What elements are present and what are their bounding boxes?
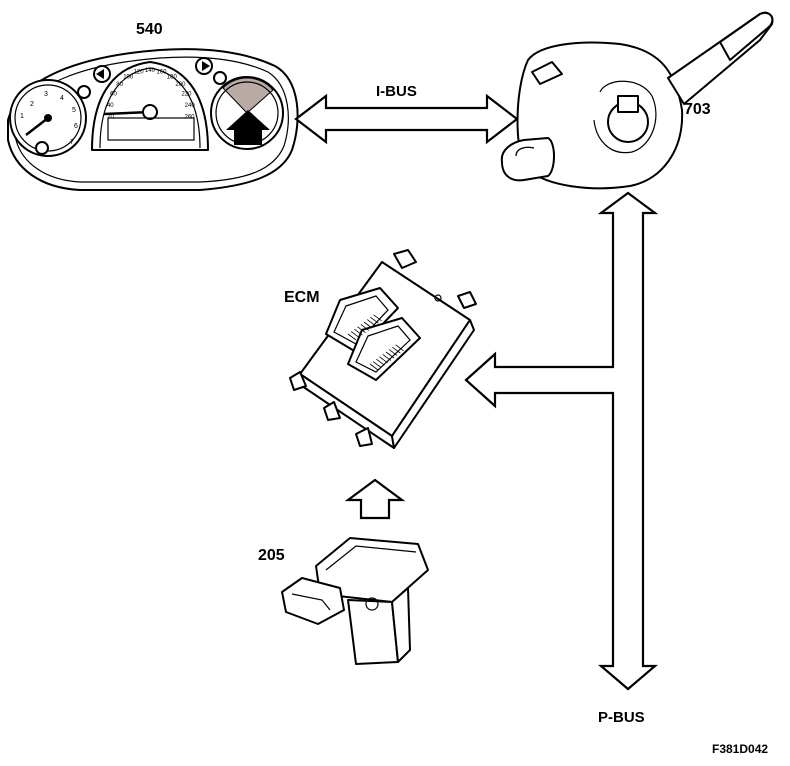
speed-tick-label: 220 (181, 92, 192, 98)
ecm-connector-pin (382, 354, 392, 361)
ecm-connector-pin (357, 326, 366, 334)
label-205: 205 (258, 547, 285, 564)
speed-tick-label: 20 (107, 114, 114, 120)
label-703: 703 (684, 101, 711, 118)
ecm-connector-pin (372, 361, 382, 368)
steering-column-module (500, 11, 774, 190)
svg-text:2: 2 (30, 101, 34, 108)
warning-light-icon-3 (35, 141, 49, 155)
speed-tick-label: 160 (156, 70, 167, 76)
svg-text:5: 5 (72, 107, 76, 114)
ecm-connector-pin (363, 321, 373, 329)
highlight-arrow-icon (226, 110, 270, 145)
label-540: 540 (136, 21, 163, 38)
pbus-double-arrow (464, 191, 659, 691)
speed-tick-label: 40 (107, 103, 114, 109)
maf-sensor (281, 537, 429, 665)
pbus-label: P-BUS (598, 709, 645, 726)
ibus-label: I-BUS (376, 83, 417, 100)
svg-text:1: 1 (20, 113, 24, 120)
tachometer-gauge: 2 3 4 5 6 7 1 (9, 79, 87, 157)
speed-tick-label: 100 (123, 75, 134, 81)
ecm-connector-pin (354, 328, 363, 336)
ecm-connector-pin (388, 349, 398, 356)
ecm-connector-pin (369, 363, 379, 371)
ecm-connector-pin (392, 346, 401, 354)
svg-text:6: 6 (74, 123, 78, 130)
sensor-to-ecm-arrow (344, 478, 406, 520)
speed-tick-label: 140 (145, 68, 156, 74)
speed-tick-label: 240 (185, 103, 196, 109)
ecm-connector-pin (373, 314, 382, 322)
ecm-connector-pin (360, 324, 370, 331)
svg-text:7: 7 (70, 139, 74, 146)
ecm-connector-pin (379, 356, 388, 364)
ecm-label: ECM (284, 289, 320, 306)
svg-text:4: 4 (60, 95, 64, 102)
warning-light-icon (77, 85, 91, 99)
speed-tick-label: 200 (175, 82, 186, 88)
ecm-connector-pin (395, 344, 404, 352)
speed-tick-label: 260 (184, 114, 195, 120)
figure-id: F381D042 (712, 742, 768, 756)
ecm-connector-pin (350, 331, 360, 338)
ecm-connector-pin (370, 316, 379, 324)
ecm-connector-pin (347, 333, 357, 341)
warning-light-icon-2 (213, 71, 227, 85)
ibus-double-arrow (294, 93, 519, 145)
ecm-module (289, 249, 477, 449)
speed-tick-label: 120 (134, 70, 145, 76)
ecm-connector-pin (385, 351, 395, 359)
speed-tick-label: 80 (116, 82, 123, 88)
ecm-connector-pin (376, 358, 385, 366)
speed-tick-label: 180 (167, 75, 178, 81)
svg-text:3: 3 (44, 91, 48, 98)
ecm-connector-pin (366, 319, 376, 326)
speed-tick-label: 60 (110, 92, 117, 98)
